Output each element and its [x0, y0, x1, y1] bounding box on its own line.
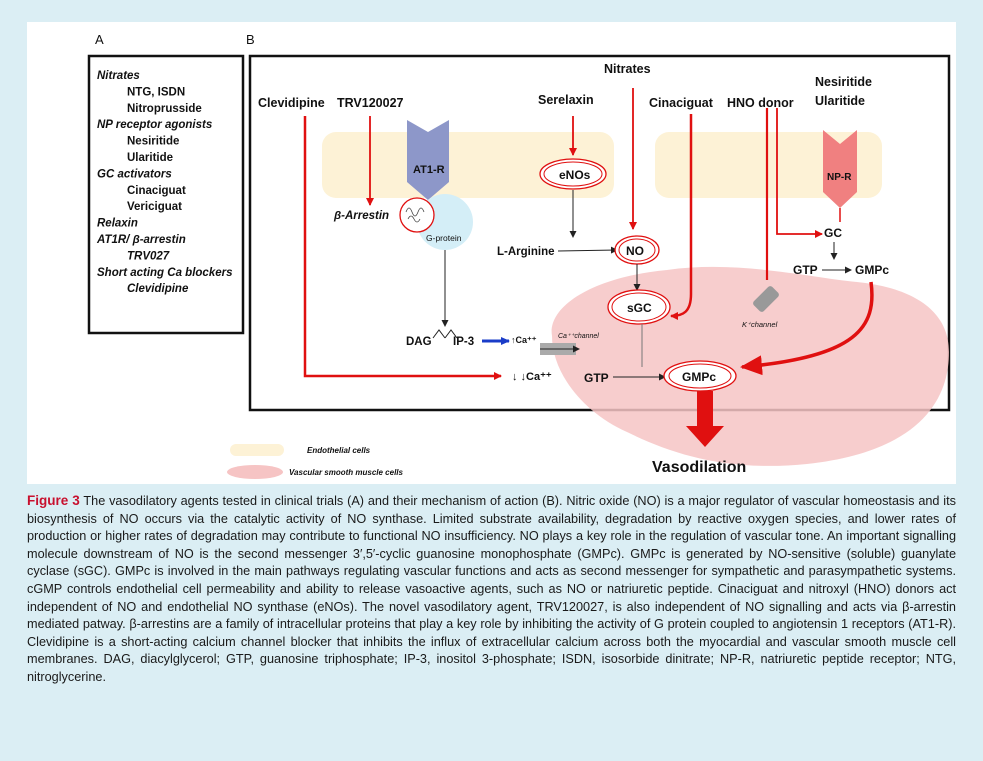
beta-arrestin-circle [399, 197, 435, 233]
enos-label: eNOs [559, 168, 591, 182]
ca-channel-label: Ca⁺⁺channel [558, 333, 599, 340]
no-ellipse-inner [618, 238, 656, 262]
no-label: NO [626, 244, 644, 258]
serelaxin-label: Serelaxin [538, 93, 594, 107]
agent-list-item: NTG, ISDN [127, 86, 185, 98]
beta-arrestin-squiggle-icon [405, 207, 425, 223]
at1r-receptor [407, 120, 449, 200]
np-receptor [823, 130, 857, 208]
figure-caption: Figure 3 The vasodilatory agents tested … [27, 492, 956, 687]
gmpc-to-gmpc-arrow [740, 281, 874, 376]
legend-smooth-muscle-label: Vascular smooth muscle cells [289, 468, 404, 477]
cinaciguat-label: Cinaciguat [649, 96, 714, 110]
ip3-label: IP-3 [453, 336, 474, 348]
agent-list-item: Clevidipine [127, 283, 189, 295]
sgc-label: sGC [627, 301, 652, 315]
vasodilation-arrow [686, 391, 724, 447]
k-channel-label: K⁺channel [742, 320, 778, 329]
gtp-label-lower: GTP [584, 371, 609, 385]
enos-ellipse [539, 158, 607, 190]
agent-list-item: Nitrates [97, 70, 140, 82]
npr-label: NP-R [827, 172, 852, 183]
sgc-ellipse-inner [611, 292, 667, 322]
cinaciguat-arrow [670, 114, 693, 320]
agent-list-box [87, 54, 245, 335]
gmpc-label-upper: GMPc [855, 263, 889, 277]
legend-smooth-muscle-swatch [227, 465, 283, 479]
gc-label: GC [824, 226, 842, 240]
nitrates-label: Nitrates [604, 62, 651, 76]
split-arrows-icon [432, 329, 458, 339]
gtp-label-upper: GTP [793, 263, 818, 277]
panel-b-label: B [246, 32, 255, 47]
legend-endothelial-swatch [230, 444, 284, 456]
panel-a-label: A [95, 32, 104, 47]
hno-donor-label: HNO donor [727, 96, 794, 110]
figure-label: Figure 3 [27, 493, 80, 508]
g-protein-label: G-protein [426, 233, 462, 243]
at1r-label: AT1-R [413, 164, 445, 176]
k-channel [753, 286, 779, 312]
agent-list-item: NP receptor agonists [97, 119, 212, 131]
agent-list-item: Nesiritide [127, 136, 179, 148]
ca-down-label: ↓ ↓Ca⁺⁺ [512, 371, 552, 383]
hno-gc-arrow [776, 108, 823, 238]
clevidipine-label: Clevidipine [258, 96, 325, 110]
agent-list-item: Short acting Ca blockers [97, 267, 232, 279]
enos-ellipse-inner [543, 161, 603, 187]
dag-label: DAG [406, 336, 432, 348]
agent-list-item: Relaxin [97, 218, 138, 230]
ularitide-label: Ularitide [815, 94, 865, 108]
beta-arrestin-label: β-Arrestin [333, 210, 389, 222]
gmpc-label-lower: GMPc [682, 370, 716, 384]
agent-list-item: GC activators [97, 168, 172, 180]
arginine-no-arrow [557, 246, 618, 254]
endothelial-cell-left [322, 132, 614, 198]
agent-list-item: Vericiguat [127, 201, 182, 213]
agent-list-item: Nitroprusside [127, 103, 202, 115]
agent-list-item: TRV027 [127, 250, 170, 262]
agent-list-item: Cinaciguat [127, 185, 186, 197]
ca-up-label: ↑Ca⁺⁺ [511, 335, 537, 345]
gmpc-ellipse-inner [668, 363, 732, 389]
vasodilation-label: Vasodilation [652, 459, 746, 476]
agent-list-item: Ularitide [127, 152, 173, 164]
clevidipine-arrow [303, 116, 502, 380]
legend-endothelial-label: Endothelial cells [307, 446, 371, 455]
l-arginine-label: L-Arginine [497, 246, 555, 258]
agent-list-item: AT1R/ β-arrestin [96, 234, 186, 246]
caption-text: The vasodilatory agents tested in clinic… [27, 494, 956, 684]
nesiritide-label: Nesiritide [815, 75, 872, 89]
sgc-ellipse [607, 289, 671, 325]
trv120027-label: TRV120027 [337, 96, 404, 110]
